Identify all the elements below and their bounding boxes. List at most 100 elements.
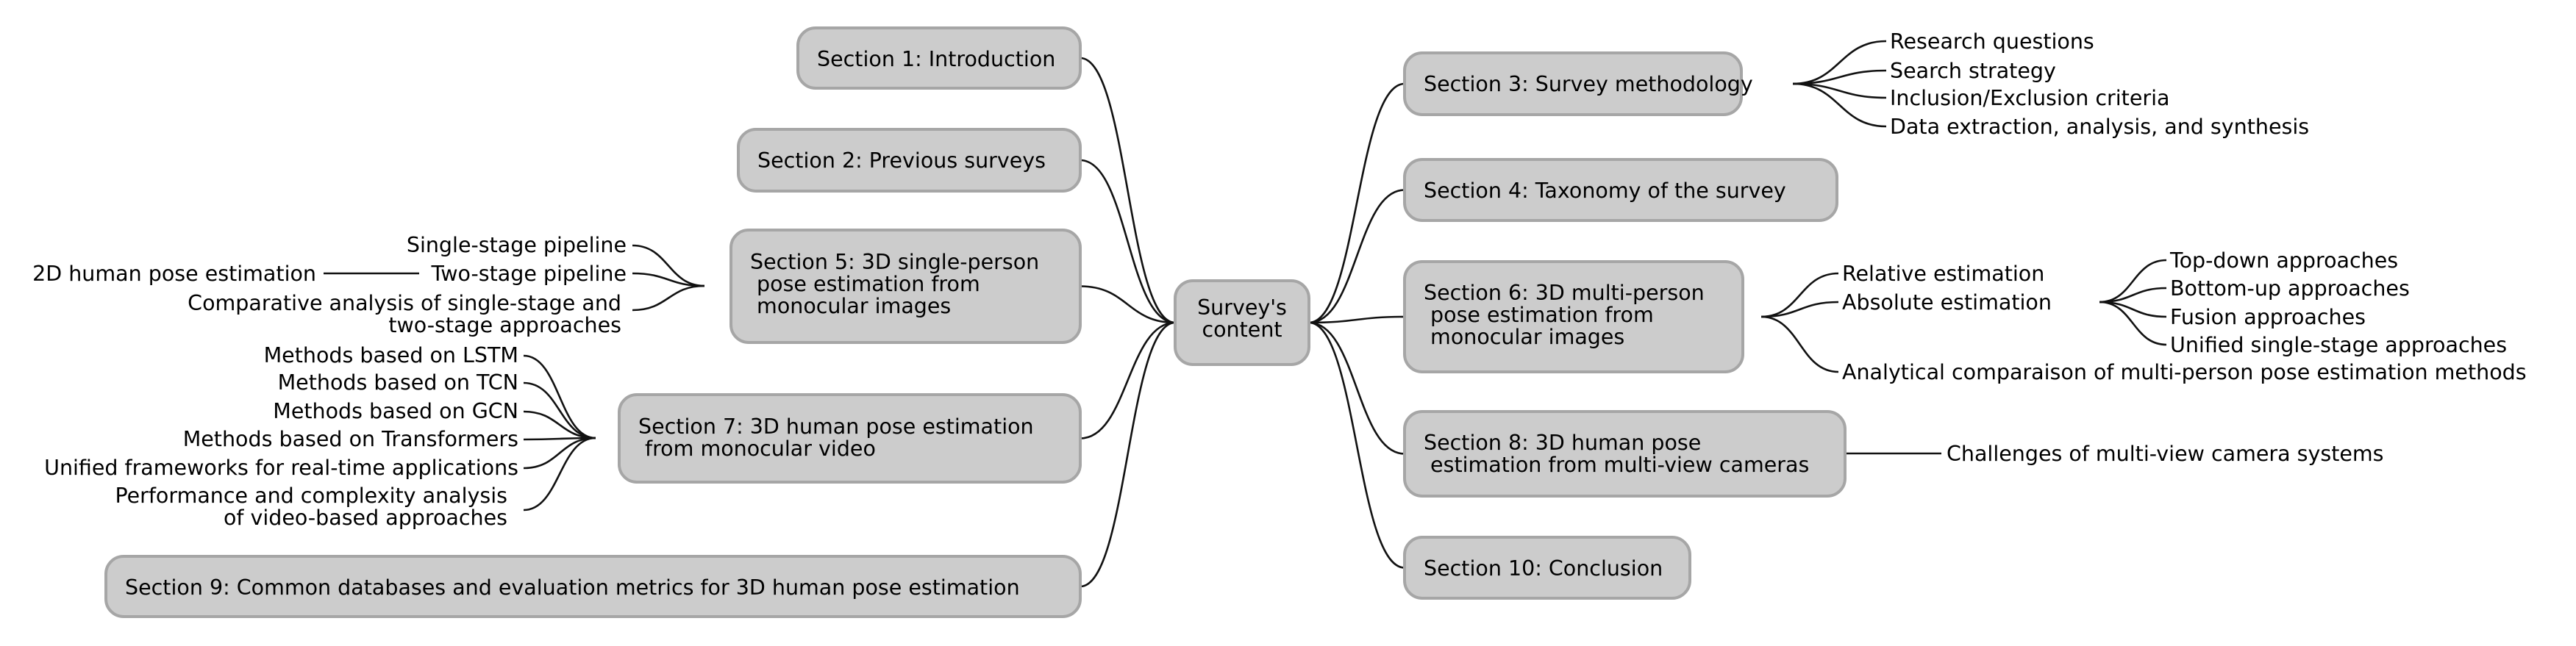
section-box-s7[interactable] <box>618 393 1082 484</box>
section-box-s1[interactable] <box>796 26 1082 90</box>
section-box-s1-label: Section 1: Introduction <box>817 47 1055 71</box>
edge-s7-leaf-5 <box>523 437 596 512</box>
section-box-s6-label-line: monocular images <box>1424 325 1624 349</box>
s5-two-stage-child: 2D human pose estimation <box>32 262 316 286</box>
edge-s6-leaf-2 <box>1760 315 1839 373</box>
s7-leaf-5-line: Performance and complexity analysis <box>115 484 507 508</box>
edge-s3-leaf-2 <box>1792 82 1887 99</box>
s7-leaf-3: Methods based on Transformers <box>183 427 518 451</box>
edge-s5-leaf-0 <box>632 244 705 287</box>
s3-leaf-3: Data extraction, analysis, and synthesis <box>1890 115 2309 139</box>
edge-s6-leaf-0 <box>1760 272 1839 318</box>
section-box-s3-label: Section 3: Survey methodology <box>1424 72 1753 96</box>
section-box-s4[interactable] <box>1403 158 1838 222</box>
s6-leaf-0-line: Relative estimation <box>1842 262 2044 286</box>
section-box-s7-label-line: Section 7: 3D human pose estimation <box>638 414 1034 439</box>
section-box-s4-label-line: Section 4: Taxonomy of the survey <box>1424 179 1786 203</box>
edge-s7-leaf-1 <box>523 381 596 439</box>
edge-root-s4 <box>1308 189 1405 324</box>
s7-leaf-3-line: Methods based on Transformers <box>183 427 518 451</box>
edge-s3-leaf-0 <box>1792 40 1887 85</box>
s8-leaf-0: Challenges of multi-view camera systems <box>1947 442 2384 466</box>
connector-lines <box>324 40 2167 588</box>
s7-leaf-0: Methods based on LSTM <box>264 343 518 367</box>
s5-leaf-1-line: Two-stage pipeline <box>431 262 627 286</box>
edge-root-s7 <box>1080 321 1176 439</box>
section-box-s4-label: Section 4: Taxonomy of the survey <box>1424 179 1786 203</box>
s3-leaf-2-line: Inclusion/Exclusion criteria <box>1890 86 2169 110</box>
s7-leaf-4: Unified frameworks for real-time applica… <box>44 456 518 480</box>
s6-leaf-0: Relative estimation <box>1842 262 2044 286</box>
edge-root-s2 <box>1080 159 1176 324</box>
edge-root-s9 <box>1080 321 1176 588</box>
edge-root-s8 <box>1308 321 1405 455</box>
section-box-s2-label: Section 2: Previous surveys <box>757 148 1046 173</box>
edge-absolute-child-0 <box>2099 259 2167 304</box>
section-box-s2-label-line: Section 2: Previous surveys <box>757 148 1046 173</box>
section-box-s10-label-line: Section 10: Conclusion <box>1424 556 1663 581</box>
section-box-s9[interactable] <box>104 555 1082 618</box>
root-node-label-line: Survey's <box>1197 295 1287 320</box>
absolute-child-2-line: Fusion approaches <box>2170 305 2366 329</box>
s6-leaf-1-line: Absolute estimation <box>1842 290 2052 315</box>
section-box-s1-label-line: Section 1: Introduction <box>817 47 1055 71</box>
absolute-child-1: Bottom-up approaches <box>2170 276 2410 301</box>
s6-leaf-2-line: Analytical comparaison of multi-person p… <box>1842 360 2527 384</box>
edge-root-s10 <box>1308 321 1405 569</box>
s6-leaf-1: Absolute estimation <box>1842 290 2052 315</box>
root-node[interactable] <box>1174 279 1310 366</box>
section-box-s6-label: Section 6: 3D multi-person pose estimati… <box>1424 281 1705 349</box>
root-node-label-line: content <box>1202 317 1282 342</box>
section-box-s5[interactable] <box>729 229 1082 344</box>
s7-leaf-2: Methods based on GCN <box>273 399 518 423</box>
edge-root-s1 <box>1080 57 1176 324</box>
section-box-s5-label: Section 5: 3D single-person pose estimat… <box>750 250 1039 318</box>
s3-leaf-3-line: Data extraction, analysis, and synthesis <box>1890 115 2309 139</box>
s7-leaf-0-line: Methods based on LSTM <box>264 343 518 367</box>
section-box-s2[interactable] <box>737 128 1082 193</box>
absolute-child-3-line: Unified single-stage approaches <box>2170 333 2507 357</box>
s5-leaf-2-line: Comparative analysis of single-stage and <box>188 291 621 315</box>
s7-leaf-1: Methods based on TCN <box>278 370 518 395</box>
edge-root-s6 <box>1308 315 1405 324</box>
section-box-s8-label-line: Section 8: 3D human pose <box>1424 431 1701 455</box>
s3-leaf-0: Research questions <box>1890 29 2094 54</box>
section-box-s7-label: Section 7: 3D human pose estimation from… <box>638 414 1034 461</box>
section-box-s9-label-line: Section 9: Common databases and evaluati… <box>125 575 1020 600</box>
node-layer <box>104 26 1847 618</box>
edge-s3-leaf-1 <box>1792 69 1887 85</box>
section-box-s8-label-line: estimation from multi-view cameras <box>1424 453 1809 477</box>
section-box-s6-label-line: Section 6: 3D multi-person <box>1424 281 1705 305</box>
s7-leaf-1-line: Methods based on TCN <box>278 370 518 395</box>
edge-s5-leaf-1 <box>632 272 705 287</box>
section-box-s5-label-line: pose estimation from <box>750 272 980 296</box>
s7-leaf-5-line: of video-based approaches <box>224 506 507 530</box>
edge-absolute-child-3 <box>2099 301 2167 346</box>
s5-leaf-0-line: Single-stage pipeline <box>407 233 627 257</box>
absolute-child-0-line: Top-down approaches <box>2169 248 2398 273</box>
absolute-child-1-line: Bottom-up approaches <box>2170 276 2410 301</box>
absolute-child-3: Unified single-stage approaches <box>2170 333 2507 357</box>
s5-leaf-2-line: two-stage approaches <box>388 313 621 337</box>
section-box-s10-label: Section 10: Conclusion <box>1424 556 1663 581</box>
s7-leaf-2-line: Methods based on GCN <box>273 399 518 423</box>
s3-leaf-1-line: Search strategy <box>1890 59 2056 83</box>
s5-leaf-1: Two-stage pipeline <box>431 262 627 286</box>
section-box-s3-label-line: Section 3: Survey methodology <box>1424 72 1753 96</box>
s5-two-stage-child-line: 2D human pose estimation <box>32 262 316 286</box>
s7-leaf-4-line: Unified frameworks for real-time applica… <box>44 456 518 480</box>
s5-leaf-2: Comparative analysis of single-stage and… <box>188 291 621 337</box>
s5-leaf-0: Single-stage pipeline <box>407 233 627 257</box>
section-box-s6-label-line: pose estimation from <box>1424 303 1654 327</box>
edge-s7-leaf-4 <box>523 437 596 470</box>
section-box-s8[interactable] <box>1403 410 1847 498</box>
edge-root-s5 <box>1080 285 1176 324</box>
edge-s3-leaf-3 <box>1792 82 1887 128</box>
section-box-s10[interactable] <box>1403 536 1691 600</box>
section-box-s6[interactable] <box>1403 260 1744 373</box>
section-box-s3[interactable] <box>1403 51 1743 116</box>
section-box-s5-label-line: monocular images <box>750 294 951 318</box>
absolute-child-2: Fusion approaches <box>2170 305 2366 329</box>
